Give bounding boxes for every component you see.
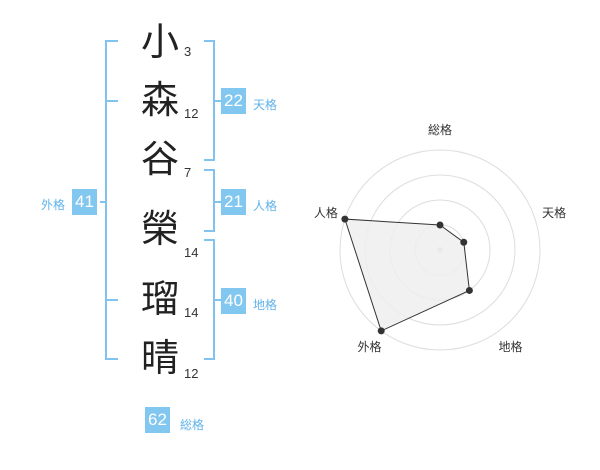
radar-axis-label-4: 外格	[357, 339, 381, 354]
name-char-1: 小	[140, 20, 179, 64]
stroke-count-6: 12	[184, 366, 199, 381]
stroke-count-2: 12	[184, 106, 199, 121]
name-char-3: 谷	[140, 137, 179, 181]
gaikaku-label: 外格	[41, 198, 66, 212]
stroke-count-1: 3	[184, 44, 192, 59]
stroke-count-5: 14	[184, 305, 199, 320]
stroke-count-3: 7	[184, 165, 192, 180]
chikaku-badge: 40	[221, 288, 246, 314]
name-char-2: 森	[140, 78, 179, 122]
radar-axis-label-1: 総格	[428, 122, 452, 137]
tenkaku-label: 天格	[253, 98, 278, 112]
soukaku-badge: 62	[145, 407, 170, 433]
radar-point-4	[377, 327, 385, 335]
radar-point-5	[341, 215, 349, 223]
stroke-count-4: 14	[184, 245, 199, 260]
jinkaku-label: 人格	[253, 199, 278, 213]
gaikaku-badge: 41	[72, 189, 97, 215]
radar-ring-4	[339, 149, 541, 351]
name-char-6: 晴	[140, 336, 179, 380]
radar-series-polygon	[344, 218, 470, 332]
tenkaku-badge: 22	[221, 88, 246, 114]
jinkaku-badge: 21	[221, 189, 246, 215]
name-char-5: 瑠	[140, 277, 179, 321]
radar-axis-label-2: 天格	[542, 205, 566, 220]
radar-point-2	[460, 238, 468, 246]
chikaku-label: 地格	[253, 298, 278, 312]
radar-axis-label-5: 人格	[314, 205, 338, 220]
radar-axis-label-3: 地格	[498, 339, 522, 354]
radar-point-1	[436, 221, 444, 229]
name-char-4: 榮	[140, 207, 179, 251]
soukaku-label: 総格	[180, 418, 205, 432]
radar-point-3	[465, 286, 473, 294]
